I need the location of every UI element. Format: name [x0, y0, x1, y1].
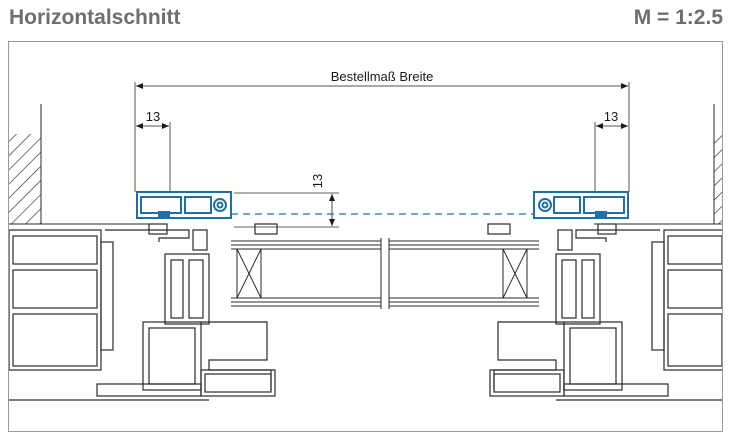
wall-left [9, 104, 149, 225]
right-offset-label: 13 [604, 109, 618, 124]
window-profile-left [9, 223, 278, 401]
page-title: Horizontalschnitt [9, 6, 181, 29]
section-drawing: Bestellmaß Breite 13 13 13 [9, 69, 722, 401]
vertical-offset-dimension: 13 [234, 174, 339, 228]
vertical-offset-label: 13 [310, 174, 325, 188]
left-offset-dimension: 13 [136, 109, 171, 192]
glazing-left [231, 238, 382, 309]
screen-frame-left [136, 191, 232, 219]
glazing-right [388, 238, 539, 309]
screen-frame-right [533, 191, 629, 219]
window-profile-right [487, 223, 722, 401]
width-dimension-label: Bestellmaß Breite [331, 69, 434, 84]
width-dimension: Bestellmaß Breite [134, 69, 630, 192]
left-offset-label: 13 [146, 109, 160, 124]
right-offset-dimension: 13 [594, 109, 628, 192]
scale-label: M = 1:2.5 [633, 6, 723, 29]
drawing-frame: Bestellmaß Breite 13 13 13 [8, 41, 723, 432]
